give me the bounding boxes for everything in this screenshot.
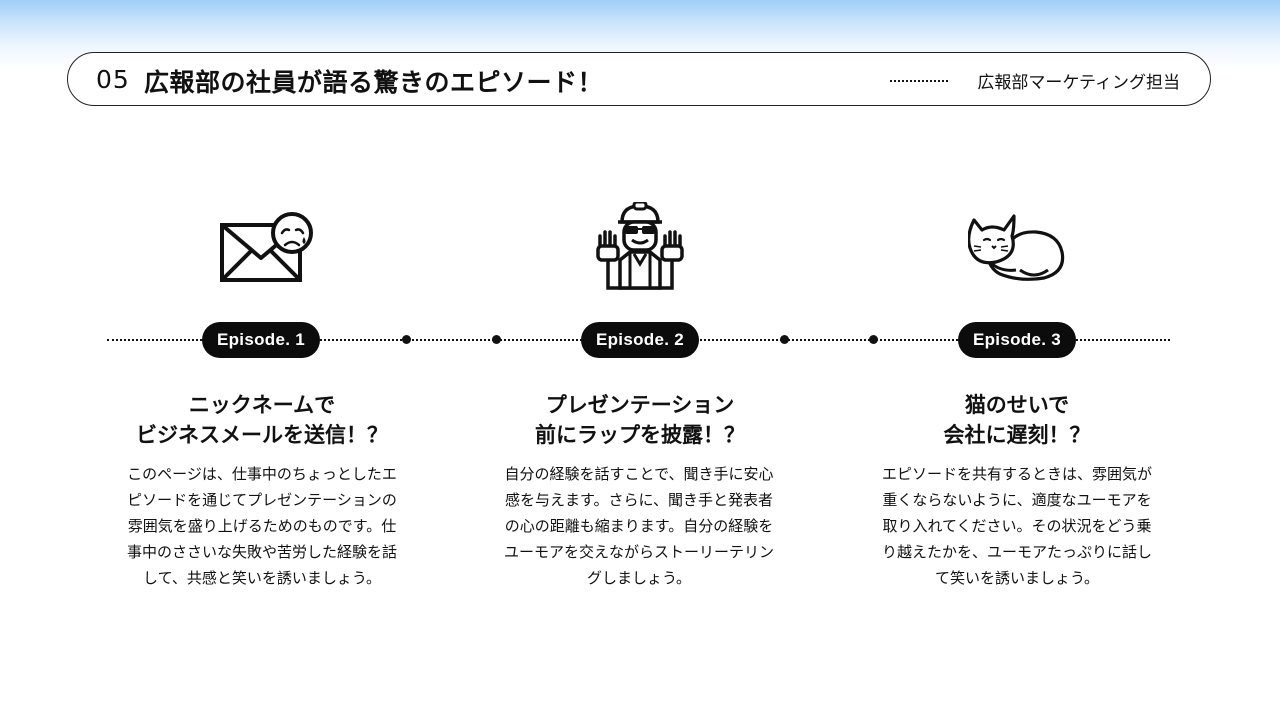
header-bar: 05 広報部の社員が語る驚きのエピソード！ 広報部マーケティング担当 (67, 52, 1211, 106)
episode-2-title-line2: 前にラップを披露！？ (535, 423, 745, 447)
episode-1-title: ニックネームで ビジネスメールを送信！？ (102, 390, 422, 450)
episode-1-title-line2: ビジネスメールを送信！？ (136, 423, 388, 447)
cat-icon (967, 208, 1068, 288)
rapper-person-icon (594, 200, 686, 296)
timeline-dot (869, 335, 878, 344)
timeline-dot (402, 335, 411, 344)
episode-3-badge: Episode. 3 (958, 322, 1076, 358)
section-number: 05 (96, 65, 130, 94)
episode-1-description: このページは、仕事中のちょっとしたエピソードを通じてプレゼンテーションの雰囲気を… (126, 465, 397, 587)
header-subtitle: 広報部マーケティング担当 (977, 73, 1180, 93)
episode-2-badge: Episode. 2 (581, 322, 699, 358)
episode-3-title: 猫のせいで 会社に遅刻！？ (857, 390, 1177, 450)
episode-3-description: エピソードを共有するときは、雰囲気が重くならないように、適度なユーモアを取り入れ… (881, 465, 1152, 587)
header-dotted-divider (890, 80, 948, 82)
episode-2-description: 自分の経験を話すことで、聞き手に安心感を与えます。さらに、聞き手と発表者の心の距… (503, 465, 774, 587)
episode-3-title-line2: 会社に遅刻！？ (943, 423, 1091, 447)
page-title: 広報部の社員が語る驚きのエピソード！ (144, 68, 604, 97)
episode-2-title-line1: プレゼンテーション (545, 393, 735, 417)
episode-1-title-line1: ニックネームで (188, 393, 336, 417)
timeline-dot (780, 335, 789, 344)
episode-3-title-line1: 猫のせいで (964, 393, 1070, 417)
timeline-dot (492, 335, 501, 344)
episode-2-title: プレゼンテーション 前にラップを披露！？ (480, 390, 800, 450)
episode-1-badge: Episode. 1 (202, 322, 320, 358)
envelope-sad-face-icon (218, 209, 314, 289)
